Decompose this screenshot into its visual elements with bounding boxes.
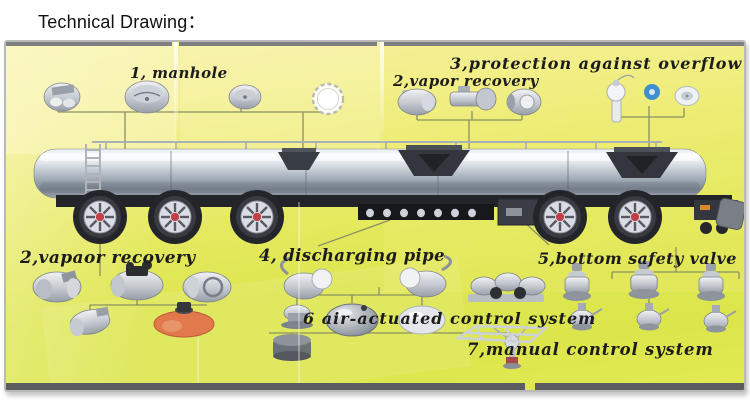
technical-drawing-figure: 1, manhole 2,vapor recovery 3,protection…	[4, 40, 746, 392]
label-vapor-recovery-top: 2,vapor recovery	[393, 72, 539, 90]
label-vapaor-recovery-bottom: 2,vapaor recovery	[20, 248, 196, 268]
label-manual-control-system: 7,manual control system	[467, 340, 714, 359]
rear-bumper	[694, 198, 744, 234]
label-discharging-pipe: 4, discharging pipe	[259, 246, 446, 265]
page-title: Technical Drawing：	[38, 12, 206, 32]
manhole-covers-illustration	[43, 80, 345, 116]
label-protection-against-overflow: 3,protection against overflow	[450, 54, 743, 73]
tanker-trailer-illustration	[33, 141, 744, 246]
vapor-recovery-bottom-illustration	[32, 260, 232, 338]
discharging-pipe-illustration	[280, 254, 452, 337]
photo-frame-edge	[384, 42, 744, 46]
label-bottom-safety-valve: 5,bottom safety valve	[538, 249, 737, 268]
overflow-protection-illustration	[606, 74, 700, 123]
photo-frame-edge	[6, 383, 525, 390]
vapor-recovery-top-illustration	[397, 86, 542, 116]
label-manhole: 1, manhole	[130, 64, 228, 82]
bottom-safety-valve-illustration	[468, 260, 737, 334]
label-air-actuated-control-system: 6 air-actuated control system	[303, 309, 597, 328]
air-actuated-control-illustration	[273, 325, 529, 369]
tank-top-covers	[278, 145, 678, 178]
photo-frame-edge	[6, 42, 172, 46]
manual-control-illustration	[454, 324, 550, 344]
photo-frame-edge	[535, 383, 744, 390]
photo-frame-edge	[179, 42, 377, 46]
tanker-drawing-svg	[32, 74, 744, 369]
